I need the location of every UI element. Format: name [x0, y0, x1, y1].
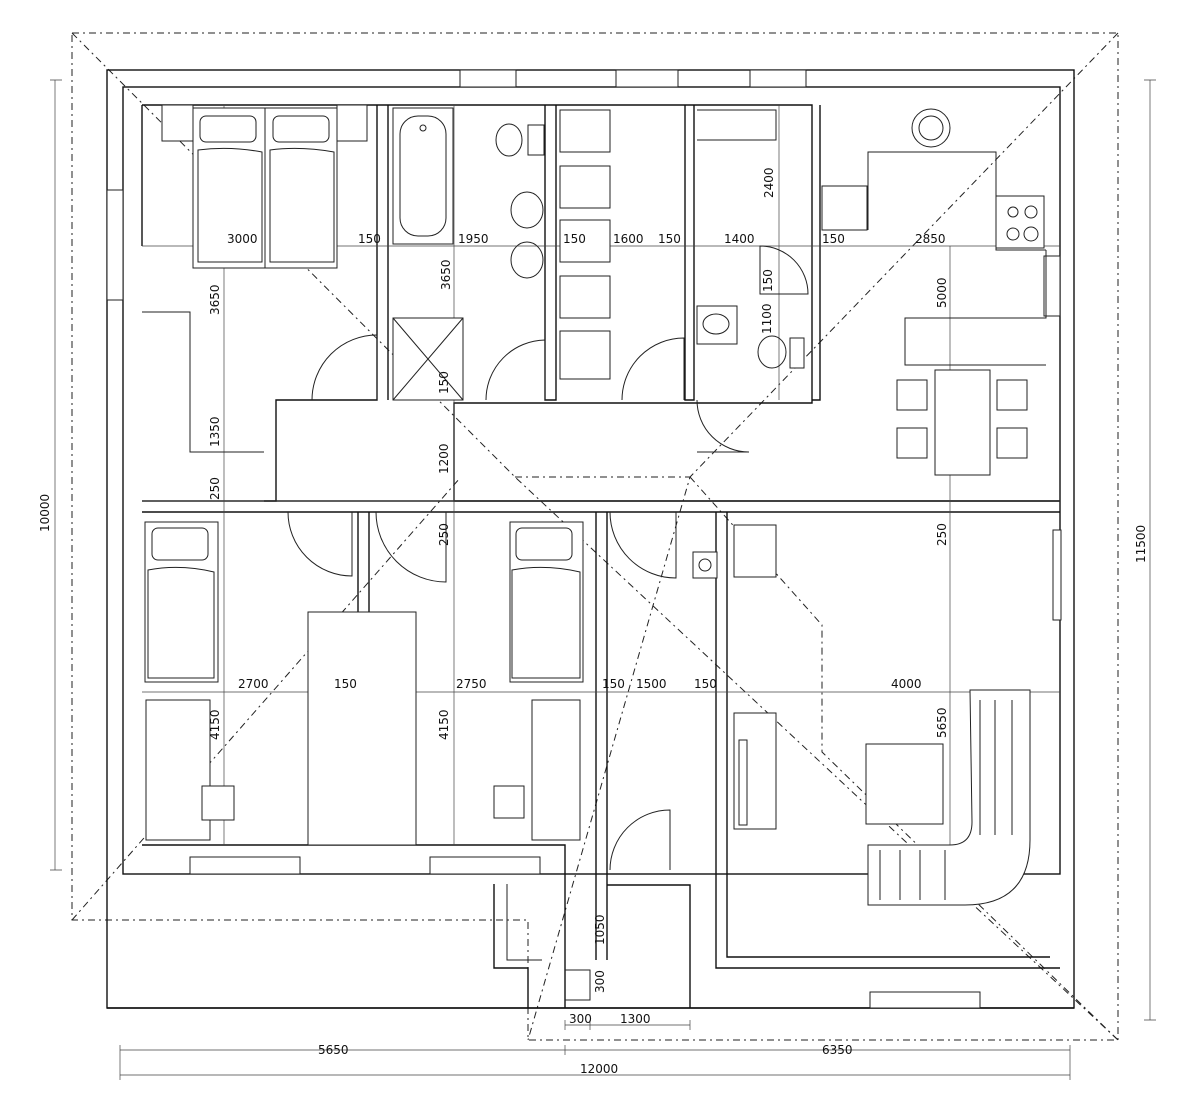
- dim-mid-1: 2700: [238, 677, 269, 691]
- dim-v-wc-gap: 150: [761, 269, 775, 292]
- dim-overall-width: 12000: [580, 1062, 618, 1076]
- dim-overall-left: 5650: [318, 1043, 349, 1057]
- dim-top-3: 1950: [458, 232, 489, 246]
- dim-v-living: 5650: [935, 707, 949, 738]
- windows: [106, 69, 1062, 1009]
- dim-v-wc: 1100: [760, 303, 774, 334]
- dim-v-bath: 3650: [439, 259, 453, 290]
- dim-v-wall-right: 250: [935, 523, 949, 546]
- dim-mid-2: 150: [334, 677, 357, 691]
- dimension-labels: 3000 150 1950 150 1600 150 1400 150 2850…: [38, 167, 1148, 1076]
- dim-mid-5: 1500: [636, 677, 667, 691]
- dim-top-4: 150: [563, 232, 586, 246]
- dim-v-corridor: 1200: [437, 443, 451, 474]
- doors: [287, 245, 809, 871]
- dim-v-step: 300: [593, 970, 607, 993]
- dim-mid-6: 150: [694, 677, 717, 691]
- dim-overall-height-left: 10000: [38, 494, 52, 532]
- dim-entry-right: 1300: [620, 1012, 651, 1026]
- dim-mid-4: 150: [602, 677, 625, 691]
- dim-top-5: 1600: [613, 232, 644, 246]
- living-room: [865, 689, 1031, 906]
- dim-v-shower-gap: 150: [437, 371, 451, 394]
- entrance: [493, 884, 591, 1008]
- dim-top-9: 2850: [915, 232, 946, 246]
- dim-overall-right: 6350: [822, 1043, 853, 1057]
- dim-v-bedroom-top: 3650: [208, 284, 222, 315]
- dim-v-porch: 1050: [593, 914, 607, 945]
- dim-v-wall-left: 250: [208, 477, 222, 500]
- dim-v-wardrobe: 2400: [762, 167, 776, 198]
- dim-top-7: 1400: [724, 232, 755, 246]
- dim-overall-height-right: 11500: [1134, 525, 1148, 563]
- dim-v-hall-left: 1350: [208, 416, 222, 447]
- dim-top-6: 150: [658, 232, 681, 246]
- dim-v-wall-mid: 250: [437, 523, 451, 546]
- dim-mid-3: 2750: [456, 677, 487, 691]
- outer-walls: [106, 69, 1075, 1009]
- bathroom-fixtures: [392, 107, 805, 401]
- dim-v-bedroom-mid: 4150: [437, 709, 451, 740]
- dim-top-1: 3000: [227, 232, 258, 246]
- dim-v-bedroom-left: 4150: [208, 709, 222, 740]
- dim-mid-7: 4000: [891, 677, 922, 691]
- dim-v-kitchen: 5000: [935, 277, 949, 308]
- kitchen: [821, 108, 1047, 476]
- dim-top-2: 150: [358, 232, 381, 246]
- dim-entry-left: 300: [569, 1012, 592, 1026]
- furniture: [142, 104, 777, 846]
- beds: [144, 107, 584, 683]
- dim-top-8: 150: [822, 232, 845, 246]
